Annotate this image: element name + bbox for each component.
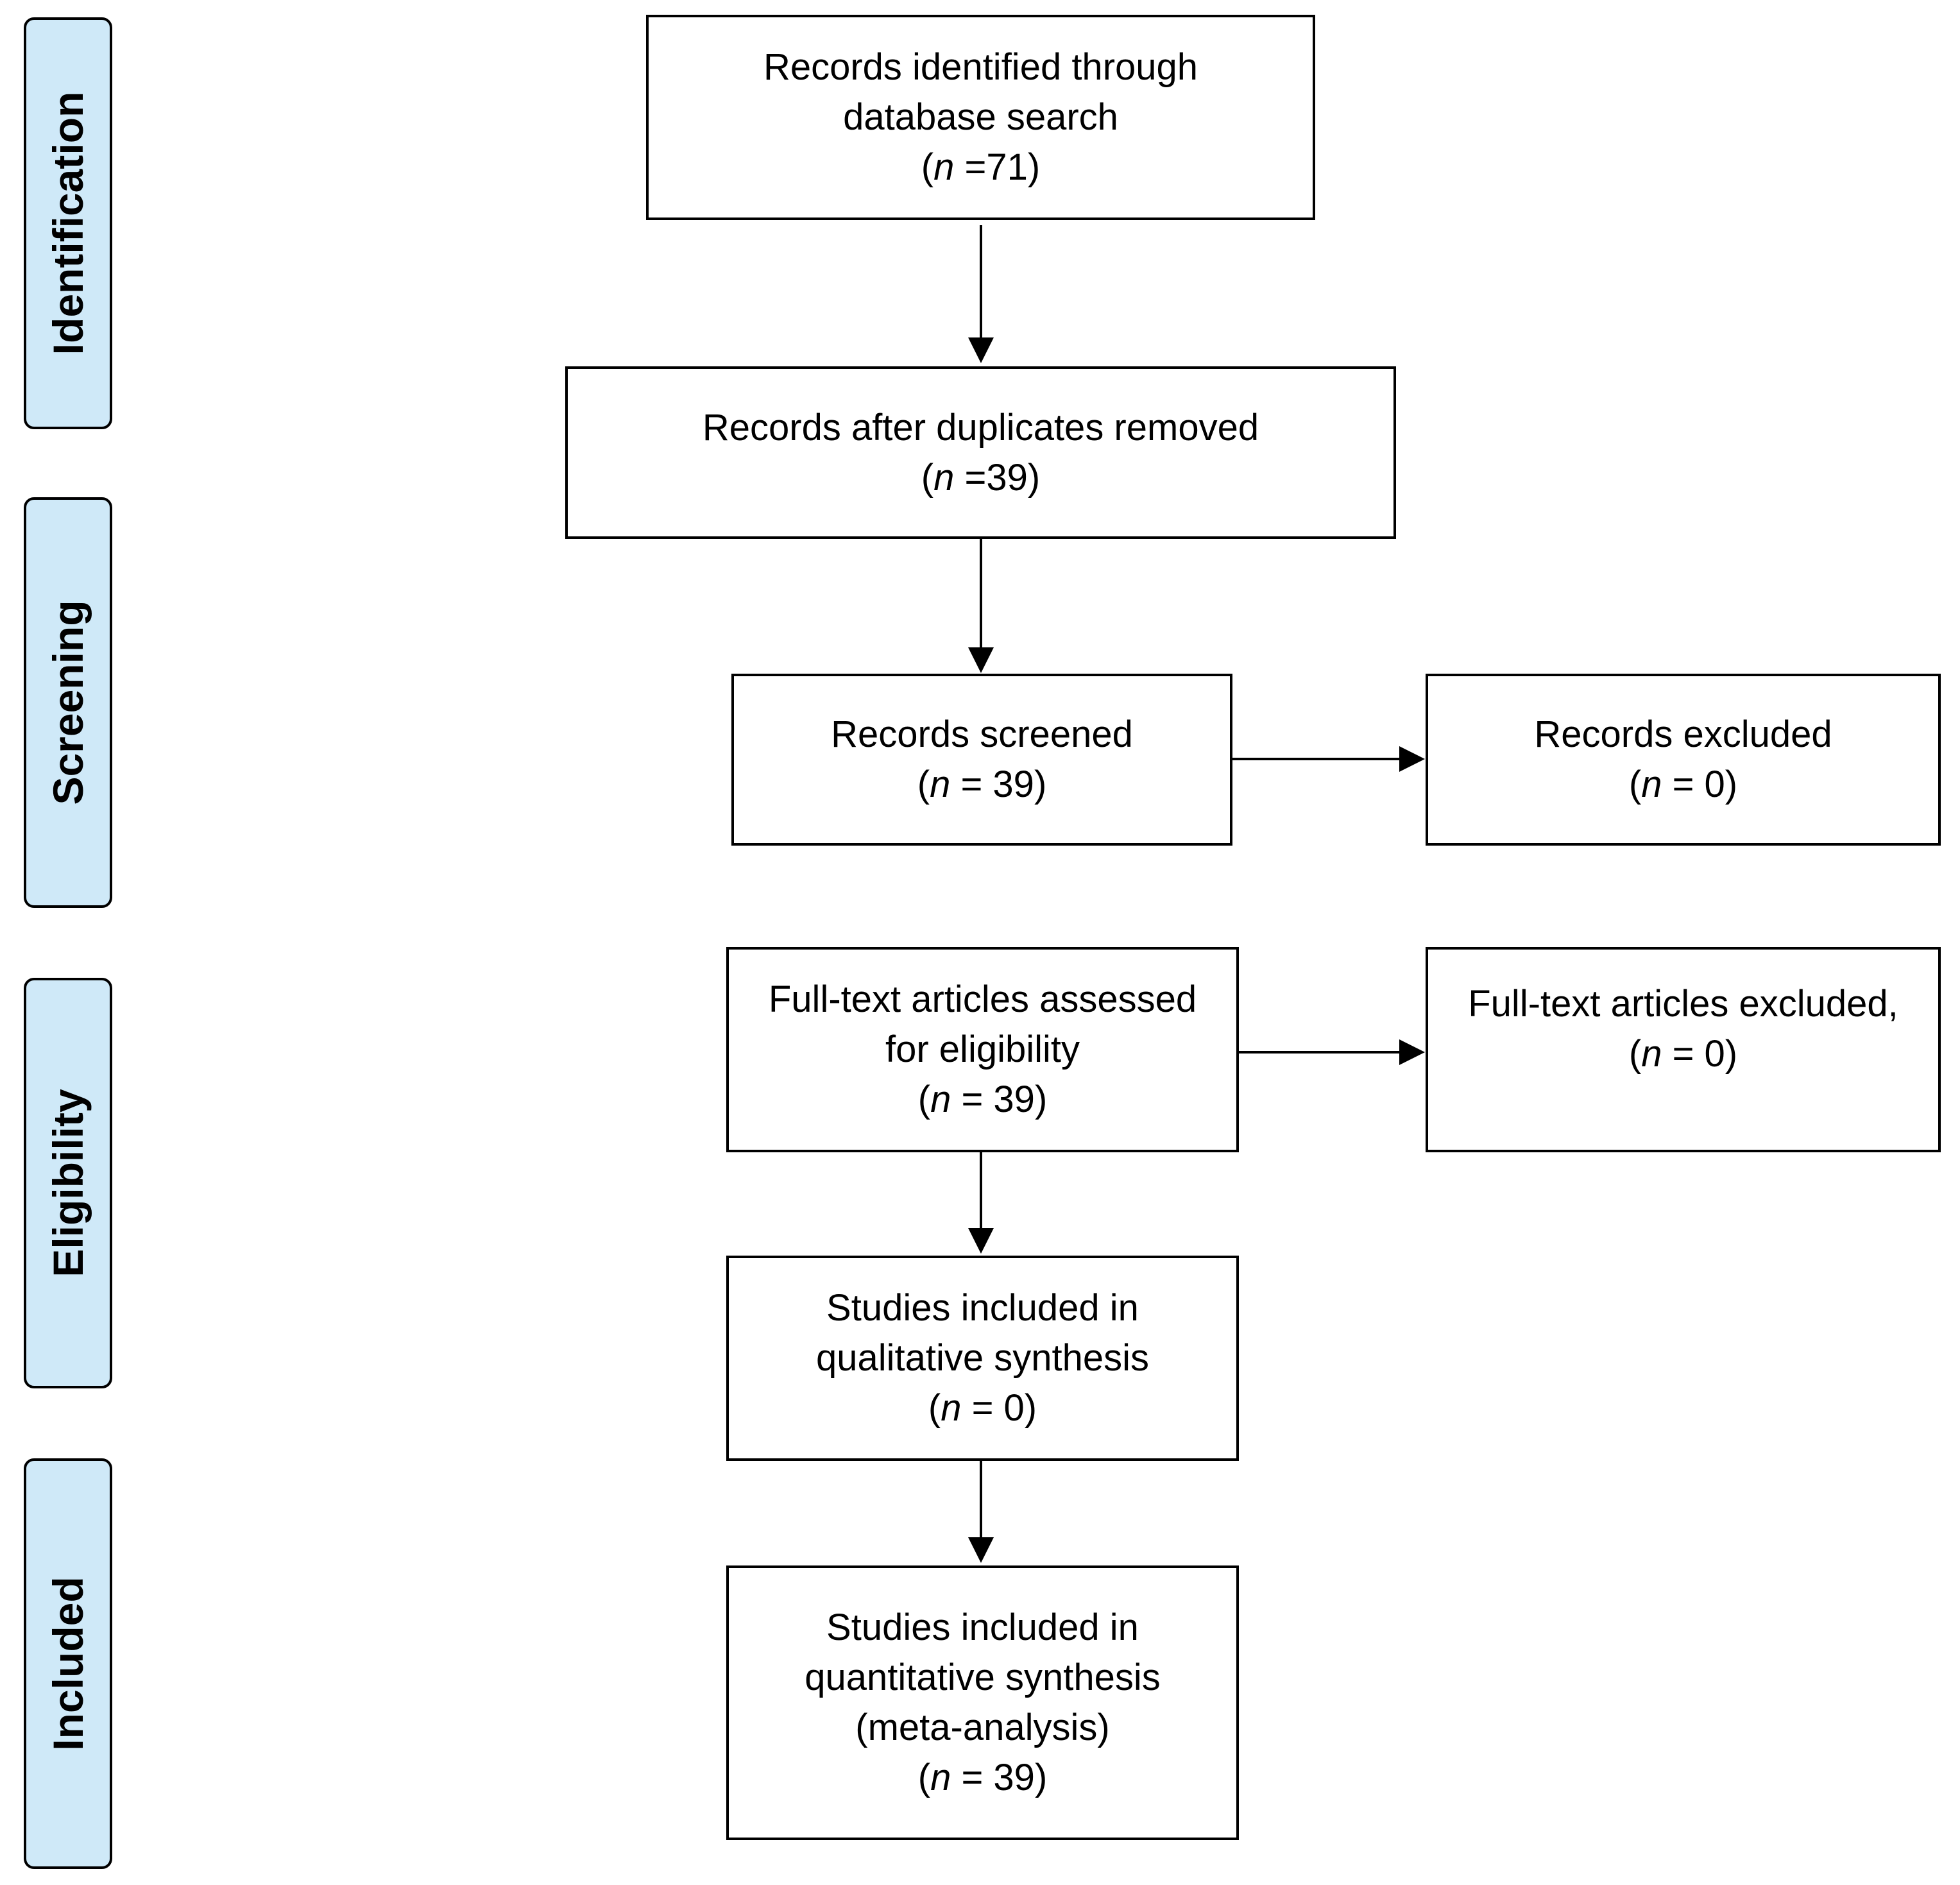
box-records-excluded: Records excluded (n = 0)	[1426, 674, 1941, 846]
box-line: quantitative synthesis	[805, 1657, 1161, 1698]
box-line: Studies included in	[826, 1607, 1139, 1648]
phase-label: Screening	[44, 600, 92, 805]
box-fulltext-excluded: Full-text articles excluded, (n = 0)	[1426, 947, 1941, 1152]
box-line: Records identified through	[763, 46, 1198, 88]
phase-included: Included	[24, 1458, 112, 1869]
box-records-deduplicated: Records after duplicates removed (n =39)	[565, 366, 1396, 539]
phase-eligibility: Eligibility	[24, 978, 112, 1388]
box-line: Records after duplicates removed	[702, 406, 1259, 448]
box-line: (meta-analysis)	[855, 1707, 1110, 1748]
phase-screening: Screening	[24, 497, 112, 908]
phase-identification: Identification	[24, 17, 112, 429]
phase-label: Included	[44, 1576, 92, 1751]
count-label: (n = 39)	[917, 763, 1047, 805]
count-label: (n = 0)	[1628, 763, 1738, 805]
box-line: Records excluded	[1534, 713, 1832, 755]
count-label: (n = 0)	[1628, 1033, 1738, 1075]
box-line: for eligibility	[885, 1028, 1080, 1070]
count-label: (n =71)	[921, 146, 1041, 188]
count-label: (n = 0)	[928, 1387, 1037, 1429]
box-line: Full-text articles assessed	[768, 978, 1197, 1020]
box-quantitative-synthesis: Studies included in quantitative synthes…	[726, 1565, 1239, 1840]
box-fulltext-assessed: Full-text articles assessed for eligibil…	[726, 947, 1239, 1152]
count-label: (n = 39)	[917, 1079, 1048, 1120]
box-line: Studies included in	[826, 1287, 1139, 1329]
phase-label: Identification	[44, 91, 92, 355]
box-records-screened: Records screened (n = 39)	[731, 674, 1232, 846]
box-line: database search	[843, 96, 1118, 138]
box-records-identified: Records identified through database sear…	[646, 15, 1315, 220]
phase-label: Eligibility	[44, 1089, 92, 1277]
count-label: (n = 39)	[917, 1757, 1048, 1798]
box-line: qualitative synthesis	[815, 1337, 1150, 1379]
box-qualitative-synthesis: Studies included in qualitative synthesi…	[726, 1256, 1239, 1461]
box-line: Full-text articles excluded,	[1468, 983, 1898, 1025]
box-line: Records screened	[831, 713, 1133, 755]
count-label: (n =39)	[921, 456, 1041, 499]
